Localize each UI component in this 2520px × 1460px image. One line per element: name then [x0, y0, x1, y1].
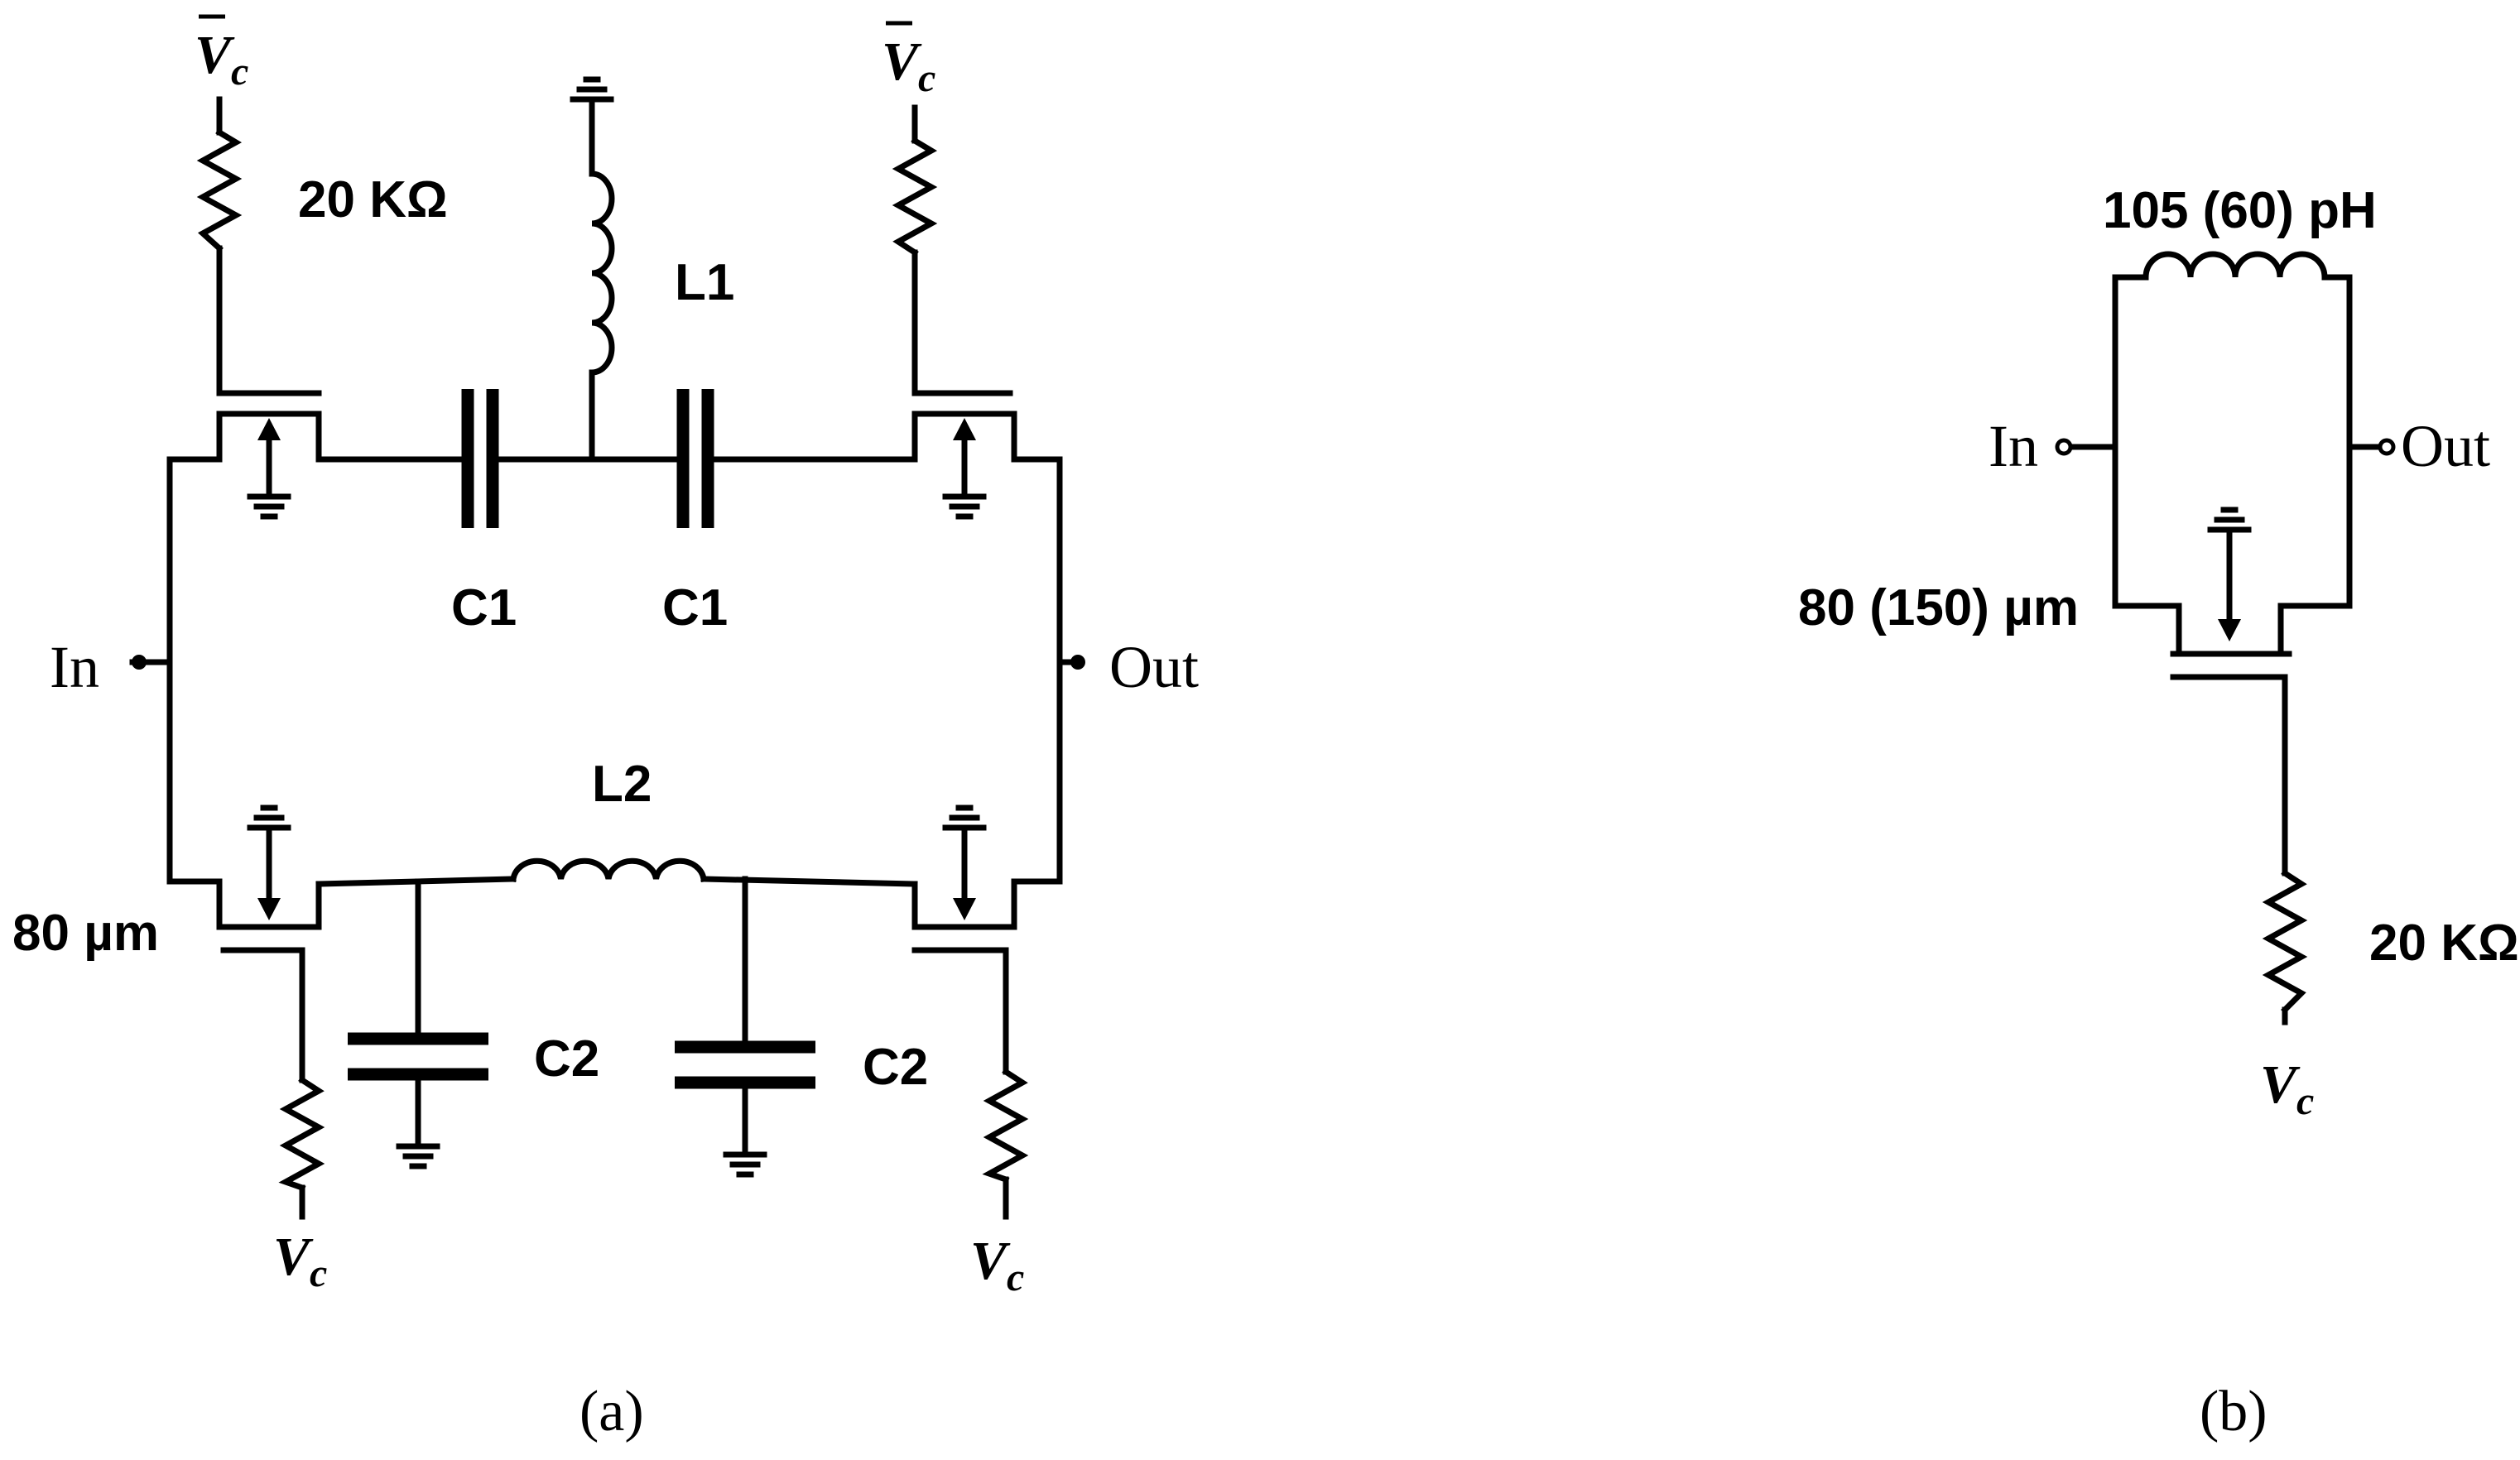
inductor-l2: [510, 857, 707, 882]
capacitor-c2-left: [348, 1032, 488, 1081]
port-in-terminal-b: [2055, 438, 2073, 456]
ground-l1: [570, 76, 614, 103]
transistor-bottom-right: [911, 804, 1017, 930]
vc-bottom-right: Vc: [970, 1231, 1024, 1299]
resistor-label-a: 20 KΩ: [298, 171, 448, 228]
caption-b: (b): [2200, 1380, 2268, 1443]
c1-label-left: C1: [451, 579, 517, 636]
circuit-b-wires: [2066, 274, 2383, 1025]
capacitor-c2-right: [675, 1040, 815, 1089]
vc-bar-top-right: Vc: [882, 31, 935, 100]
port-out-terminal-b: [2378, 438, 2396, 456]
c2-label-left: C2: [534, 1030, 599, 1088]
transistor-b: [2207, 507, 2252, 641]
resistor-bottom-left: [278, 1076, 325, 1192]
circuit-b-labels: 105 (60) pH In Out 80 (150) µm 20 KΩ Vc …: [1798, 182, 2519, 1443]
l2-label: L2: [592, 756, 652, 813]
port-out-label-b: Out: [2401, 413, 2490, 479]
transistor-top-left: [216, 411, 322, 520]
circuit-a: [129, 76, 1085, 1220]
inductor-l1: [589, 170, 615, 376]
transistor-top-right: [911, 411, 1017, 520]
l1-label: L1: [675, 254, 734, 311]
port-in-label-a: In: [50, 634, 99, 700]
c1-label-right: C1: [662, 579, 728, 636]
vc-bottom-left: Vc: [273, 1227, 327, 1295]
port-out-label-a: Out: [1109, 634, 1199, 700]
resistor-bottom-right: [982, 1068, 1029, 1184]
c2-label-right: C2: [863, 1039, 928, 1096]
circuit-a-labels: Vc Vc Vc Vc 20 KΩ L1 C1 C1 L2 C2 C2 80 µ…: [12, 14, 1199, 1443]
ground-c2-left: [396, 1143, 440, 1169]
vc-bar-top-left: Vc: [195, 25, 248, 94]
transistor-bottom-left: [216, 804, 322, 930]
resistor-top-left: [196, 128, 243, 252]
width-label-b: 80 (150) µm: [1798, 579, 2079, 636]
inductor-label-b: 105 (60) pH: [2103, 182, 2377, 239]
vc-b: Vc: [2260, 1054, 2314, 1123]
capacitor-c1-left: [461, 389, 499, 528]
caption-a: (a): [580, 1380, 644, 1443]
resistor-label-b: 20 KΩ: [2369, 915, 2519, 972]
port-in-label-b: In: [1989, 413, 2038, 479]
port-in-terminal-a: [132, 655, 147, 670]
inductor-b: [2142, 251, 2328, 281]
port-out-terminal-a: [1070, 655, 1085, 670]
capacitor-c1-right: [676, 389, 714, 528]
circuit-b: [2055, 251, 2396, 1025]
resistor-top-right: [892, 137, 938, 257]
width-label-a: 80 µm: [12, 905, 159, 962]
ground-c2-right: [723, 1151, 767, 1178]
circuit-a-wires: [129, 96, 1084, 1220]
resistor-b: [2262, 869, 2308, 1014]
